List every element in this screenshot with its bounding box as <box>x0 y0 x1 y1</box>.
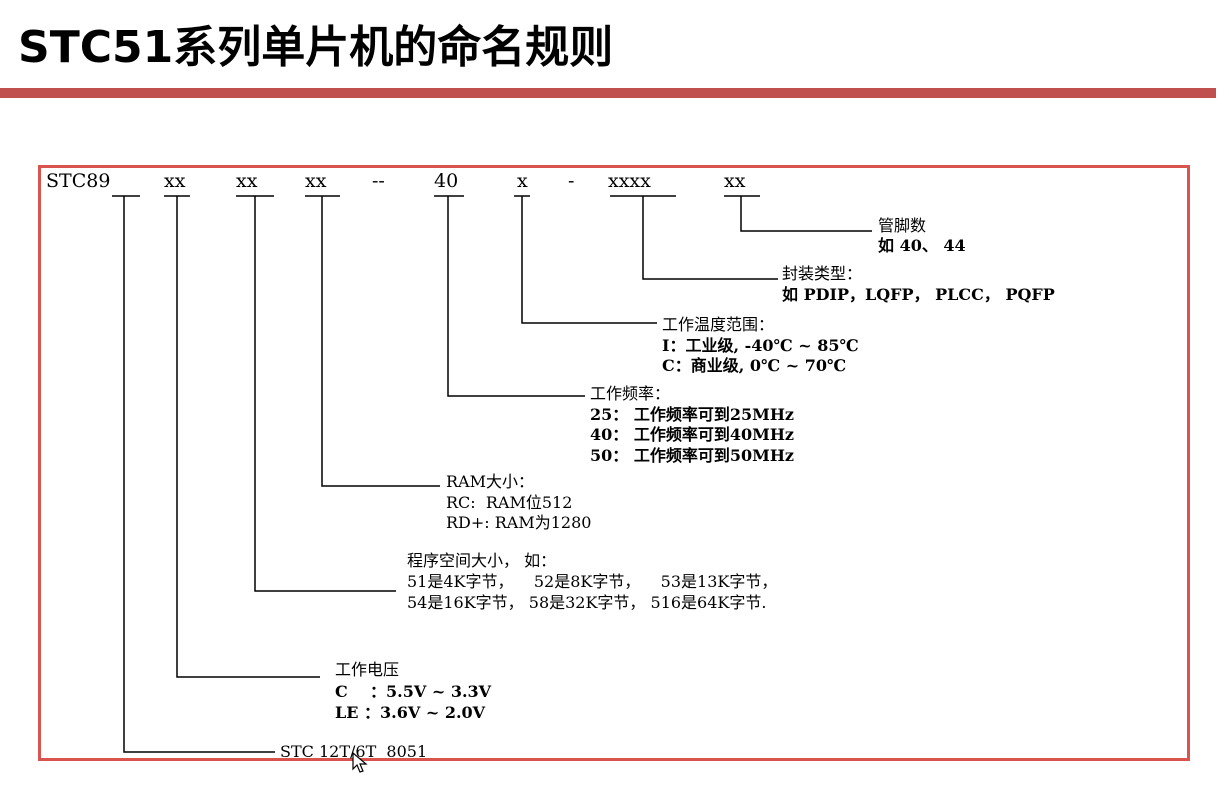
code-dash-1: -- <box>372 170 385 192</box>
connector-pins <box>740 196 872 232</box>
temperature-title: 工作温度范围： <box>662 315 774 334</box>
code-temperature: x <box>517 170 528 192</box>
code-ram: xx <box>305 170 327 192</box>
code-program: xx <box>236 170 258 192</box>
pins-line-1: 如 40、 44 <box>878 236 966 255</box>
temperature-line-2: C：商业级, 0℃ ~ 70℃ <box>662 356 846 375</box>
frequency-line-3: 50： 工作频率可到50MHz <box>590 446 794 465</box>
voltage-line-2: LE ：3.6V ~ 2.0V <box>335 703 486 722</box>
connector-voltage <box>176 196 320 678</box>
package-description: 封装类型： 如 PDIP，LQFP， PLCC， PQFP <box>782 264 1055 304</box>
voltage-title: 工作电压 <box>335 660 399 679</box>
voltage-line-1: C ：5.5V ~ 3.3V <box>335 682 492 701</box>
frequency-line-2: 40： 工作频率可到40MHz <box>590 425 794 444</box>
connector-frequency <box>447 196 585 397</box>
program-title: 程序空间大小， 如： <box>407 551 556 570</box>
diagram-frame <box>38 165 1190 761</box>
code-pins: xx <box>724 170 746 192</box>
code-dash-2: - <box>568 170 574 192</box>
code-prefix: STC89 <box>46 170 110 192</box>
program-description: 程序空间大小， 如： 51是4K字节， 52是8K字节， 53是13K字节， 5… <box>407 551 777 612</box>
ram-description: RAM大小： RC: RAM位512 RD+: RAM为1280 <box>446 472 591 532</box>
ram-line-2: RD+: RAM为1280 <box>446 513 591 532</box>
code-voltage: xx <box>164 170 186 192</box>
slide-title: STC51系列单片机的命名规则 <box>18 22 614 73</box>
ram-line-1: RC: RAM位512 <box>446 493 572 512</box>
pins-title: 管脚数 <box>878 216 926 235</box>
program-line-2: 54是16K字节， 58是32K字节， 516是64K字节. <box>407 593 766 612</box>
connector-base <box>123 196 275 753</box>
temperature-line-1: I：工业级, -40℃ ~ 85℃ <box>662 336 859 355</box>
title-underline <box>0 88 1216 98</box>
connector-package <box>642 196 778 280</box>
connector-lines <box>123 196 872 753</box>
mouse-pointer-icon <box>352 752 368 773</box>
part-code: STC89 xx xx xx -- 40 x - xxxx xx <box>46 170 746 192</box>
connector-ram <box>321 196 440 487</box>
frequency-title: 工作频率： <box>590 384 670 403</box>
code-frequency: 40 <box>434 170 458 192</box>
frequency-description: 工作频率： 25： 工作频率可到25MHz 40： 工作频率可到40MHz 50… <box>590 384 794 465</box>
voltage-description: 工作电压 C ：5.5V ~ 3.3V LE ：3.6V ~ 2.0V <box>335 660 492 722</box>
package-line-1: 如 PDIP，LQFP， PLCC， PQFP <box>782 285 1055 304</box>
code-package: xxxx <box>608 170 651 192</box>
frequency-line-1: 25： 工作频率可到25MHz <box>590 405 794 424</box>
base-core-label: STC 12T/6T 8051 <box>280 742 427 761</box>
connector-program <box>254 196 396 592</box>
package-title: 封装类型： <box>782 264 862 283</box>
temperature-description: 工作温度范围： I：工业级, -40℃ ~ 85℃ C：商业级, 0℃ ~ 70… <box>662 315 859 375</box>
connector-temperature <box>521 196 657 324</box>
ram-title: RAM大小： <box>446 472 534 491</box>
pins-description: 管脚数 如 40、 44 <box>878 216 966 255</box>
program-line-1: 51是4K字节， 52是8K字节， 53是13K字节， <box>407 572 777 591</box>
